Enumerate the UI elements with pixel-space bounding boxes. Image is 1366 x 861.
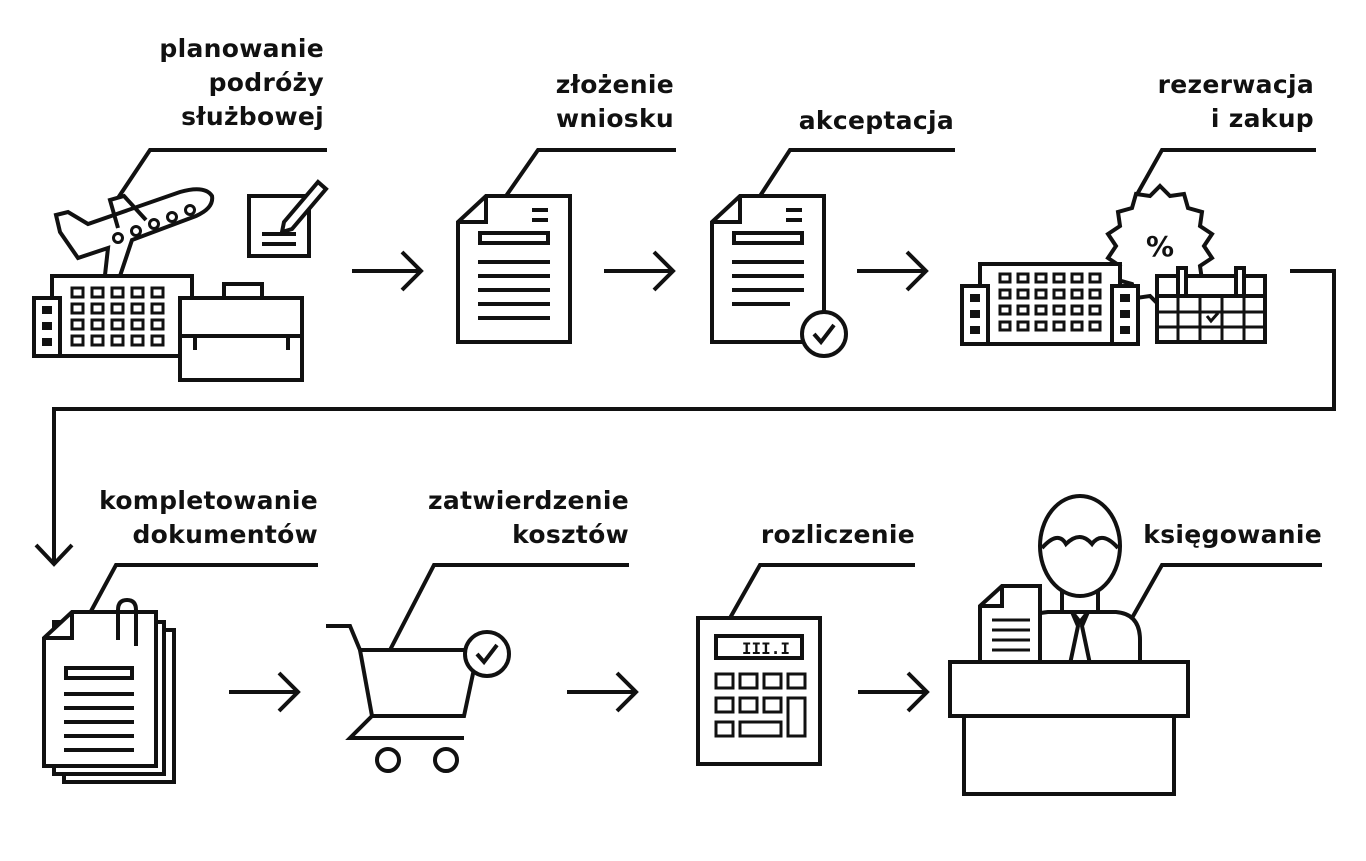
label-line: planowanie [159,34,324,63]
label-line: kompletowanie [99,486,318,515]
label-line: rezerwacja [1157,70,1314,99]
label-line: służbowej [181,102,324,131]
leader-lines [88,148,1322,651]
document-check-icon [710,194,848,358]
calculator-display: III.I [742,639,790,658]
accountant-desk-icon [948,494,1190,796]
step-label-collecting: kompletowanie dokumentów [99,484,318,552]
label-line: zatwierdzenie [428,486,629,515]
label-line: akceptacja [798,106,954,135]
arrow-right-icon [567,671,639,713]
label-line: złożenie [555,70,674,99]
label-line: rozliczenie [760,520,915,549]
step-label-booking: rezerwacja i zakup [1158,68,1314,136]
arrow-right-icon [858,671,930,713]
label-line: i zakup [1210,104,1314,133]
label-line: dokumentów [132,520,318,549]
step-label-accounting: księgowanie [1143,518,1322,552]
arrow-right-icon [229,671,301,713]
document-icon [456,194,572,344]
label-line: wniosku [555,104,674,133]
step-label-settlement: rozliczenie [761,518,915,552]
label-line: kosztów [512,520,629,549]
step-label-application: złożenie wniosku [556,68,674,136]
row-connector-arrow [34,269,1336,567]
step-label-planning: planowanie podróży służbowej [159,32,324,134]
stacked-documents-clip-icon [42,597,176,784]
step-label-acceptance: akceptacja [799,104,954,138]
step-label-cost-approval: zatwierdzenie kosztów [428,484,629,552]
arrow-right-icon [352,250,424,292]
label-line: podróży [208,68,324,97]
calculator-icon: III.I [696,616,822,766]
arrow-right-icon [857,250,929,292]
shopping-cart-check-icon [326,624,511,773]
label-line: księgowanie [1143,520,1322,549]
arrow-right-icon [604,250,676,292]
plane-building-briefcase-icon [32,179,329,382]
svg-text:%: % [1146,230,1174,263]
hotel-discount-calendar-icon: % [960,183,1267,346]
